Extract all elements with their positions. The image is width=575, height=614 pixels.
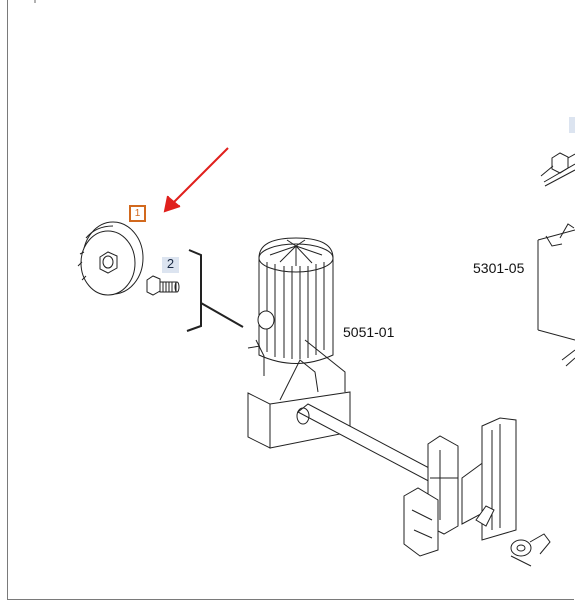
drawing-frame <box>7 0 574 600</box>
fitting-top-right[interactable] <box>540 152 575 187</box>
motor-5051-01[interactable] <box>247 237 334 376</box>
frame-structure <box>247 339 517 557</box>
reference-label-5051-01[interactable]: 5051-01 <box>343 324 395 340</box>
part-5301-05[interactable] <box>537 223 575 367</box>
caster-wheel[interactable] <box>510 533 551 567</box>
callout-part-offscreen[interactable] <box>569 117 575 133</box>
reference-label-5301-05[interactable]: 5301-05 <box>473 260 525 276</box>
part-2-bolt[interactable] <box>146 275 180 296</box>
callout-part-1[interactable]: 1 <box>129 205 146 222</box>
part-1-hub[interactable] <box>77 221 144 296</box>
callout-part-2[interactable]: 2 <box>162 257 179 273</box>
red-arrow-icon <box>163 147 229 213</box>
assembly-bracket <box>186 249 244 332</box>
